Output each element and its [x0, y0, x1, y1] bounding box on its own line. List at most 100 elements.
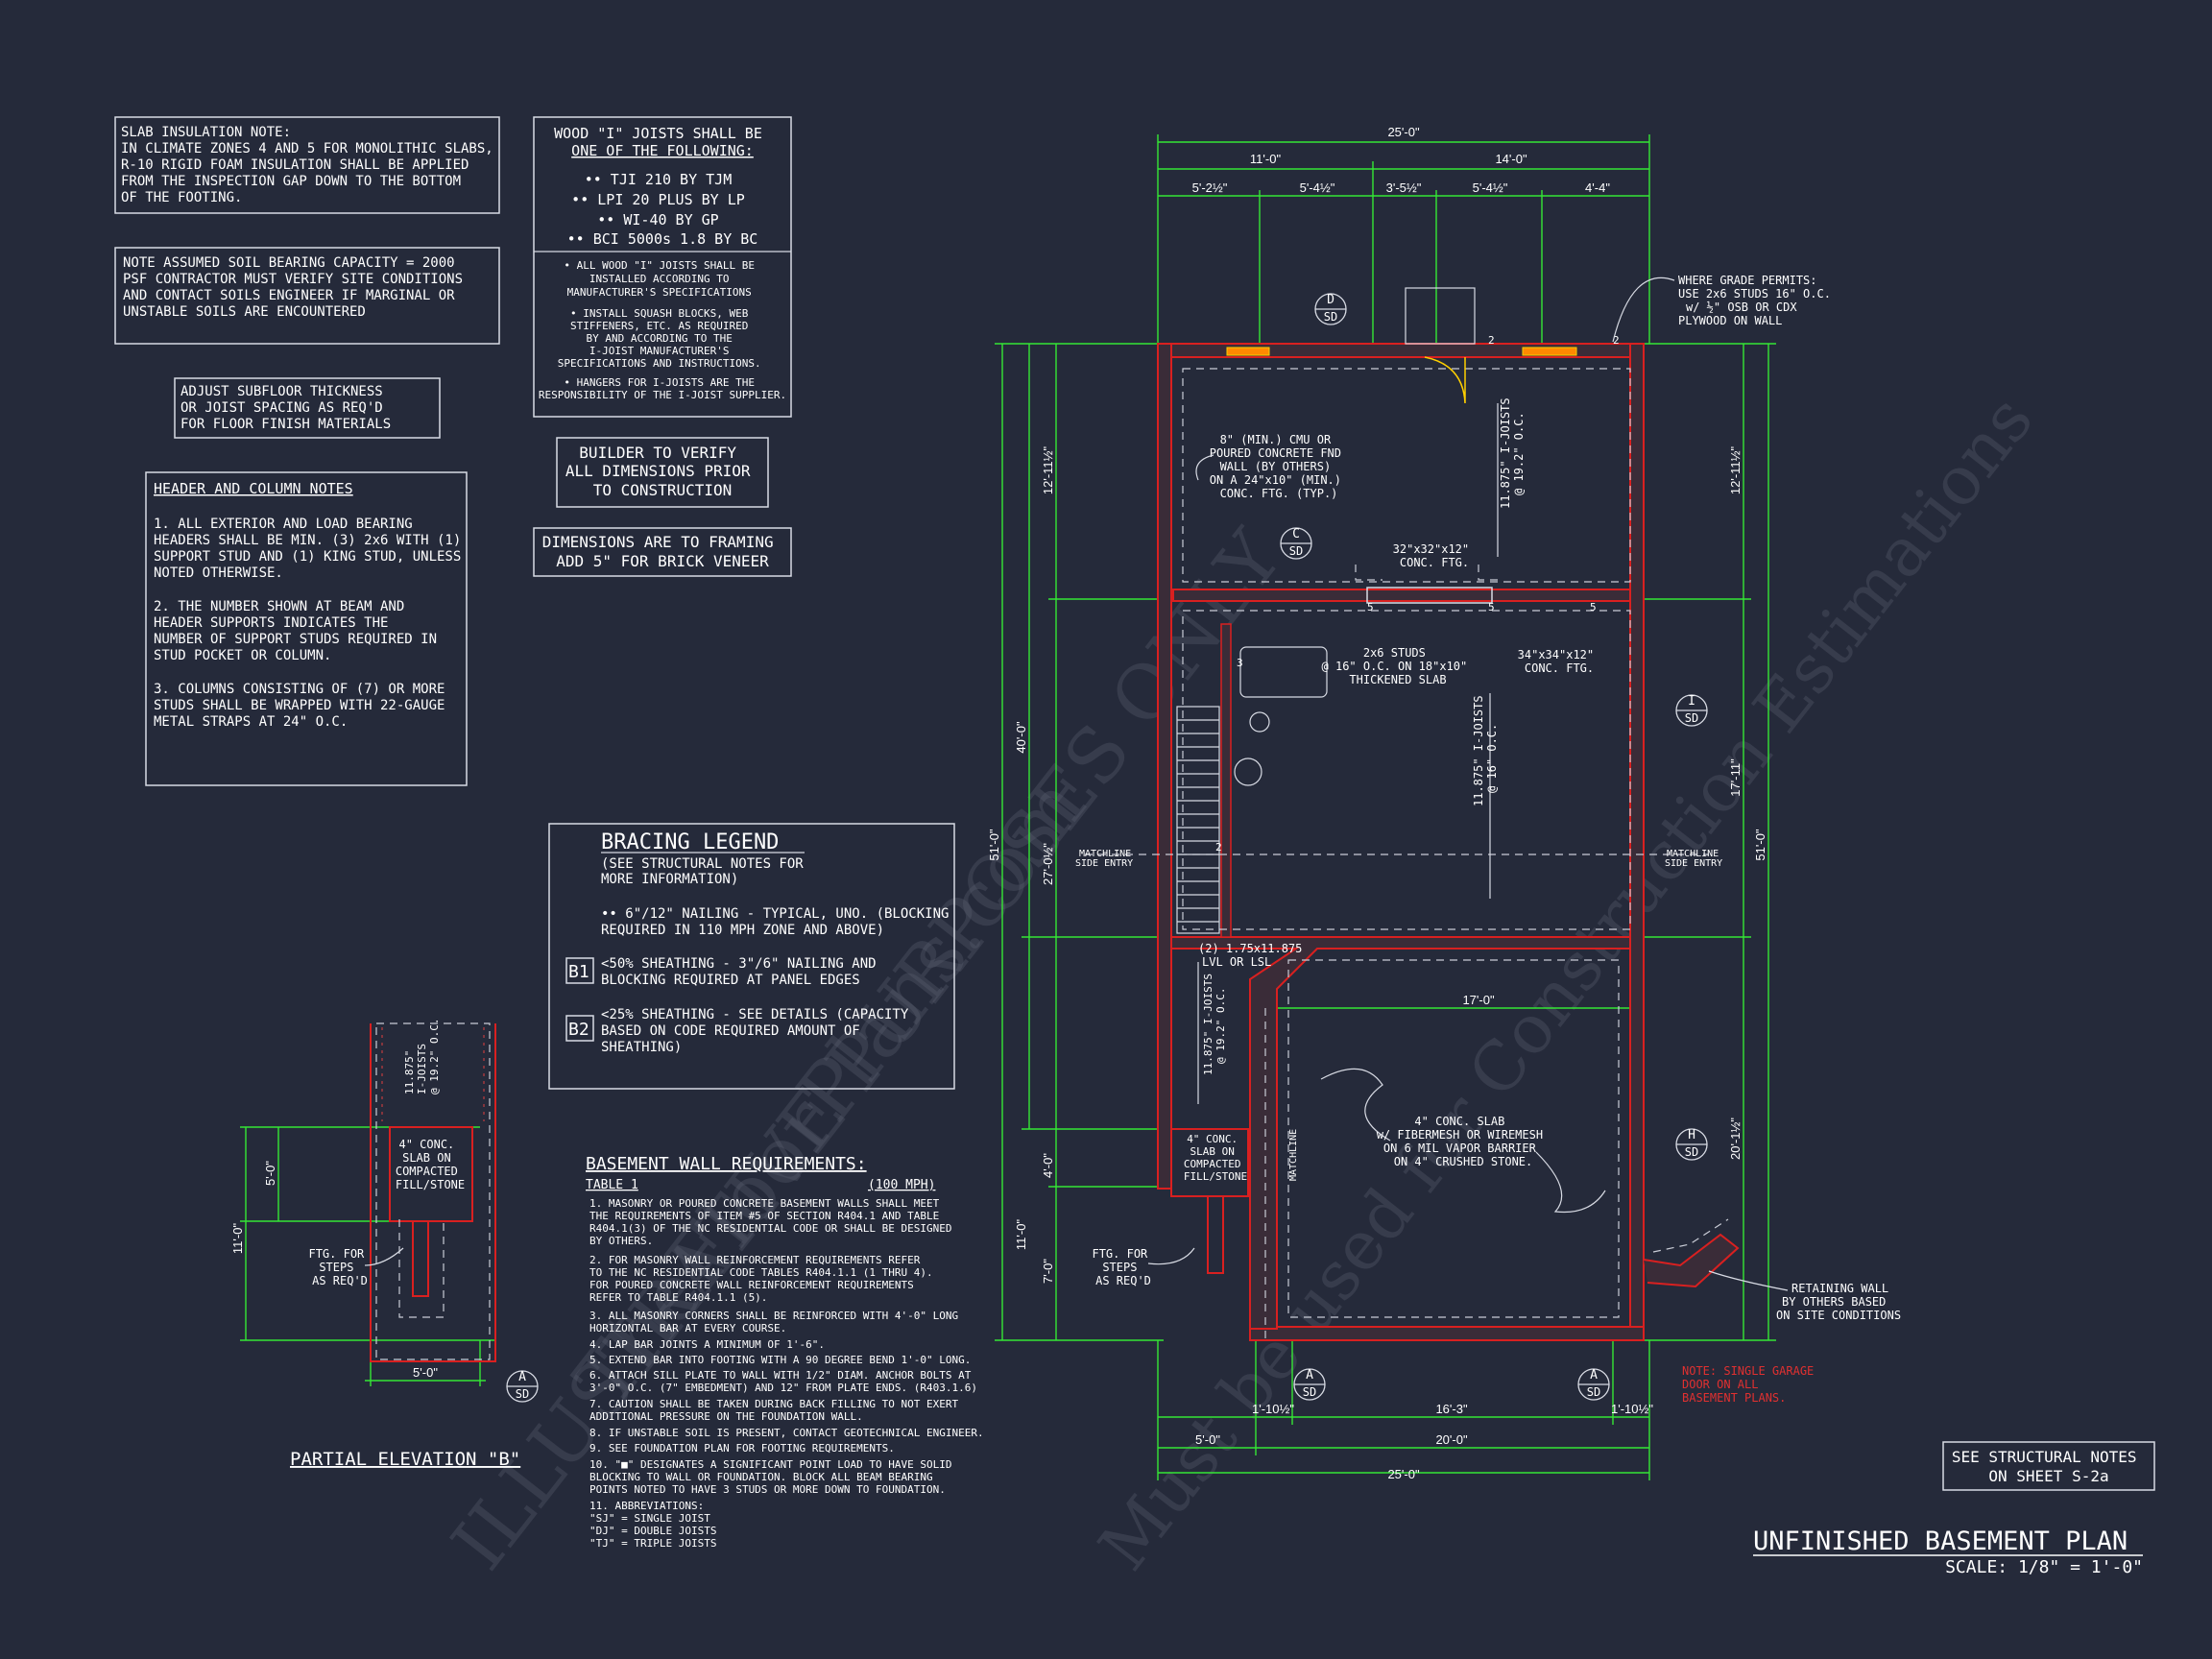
ftg-steps-label: FTG. FOR STEPS AS REQ'D [1092, 1247, 1154, 1287]
door-swing [1424, 356, 1466, 404]
bracing-title: BRACING LEGEND [601, 830, 779, 854]
section-marker-d: D SD [1314, 293, 1347, 325]
ftg32-label: 32"x32"x12" CONC. FTG. [1393, 542, 1477, 569]
slab-label: 4" CONC. SLAB w/ FIBERMESH OR WIREMESH O… [1377, 1115, 1551, 1168]
partial-elevation-b: 11'-0" 5'-0" 5'-0" 11.875" I-JOISTS @ 19… [230, 1019, 539, 1470]
dim-right-a: 12'-11½" [1728, 446, 1743, 495]
dim-top-seg-4: 5'-4½" [1473, 180, 1508, 195]
soil-bearing-note: NOTE ASSUMED SOIL BEARING CAPACITY = 200… [114, 247, 500, 345]
elev-section-sheet: SD [516, 1387, 529, 1401]
slab-insulation-text: SLAB INSULATION NOTE: IN CLIMATE ZONES 4… [121, 125, 501, 205]
svg-text:SD: SD [1685, 711, 1698, 725]
svg-text:D: D [1327, 293, 1334, 307]
dim-left-overall: 51'-0" [987, 829, 1001, 861]
svg-text:H: H [1688, 1128, 1695, 1142]
dim-left-a: 12'-11½" [1041, 446, 1055, 495]
bracing-b2-text: <25% SHEATHING - SEE DETAILS (CAPACITY B… [601, 1007, 917, 1055]
dim-top-seg-2: 5'-4½" [1300, 180, 1335, 195]
dim-left-f: 11'-0" [1014, 1219, 1028, 1251]
builder-verify-text: BUILDER TO VERIFY ALL DIMENSIONS PRIOR T… [565, 444, 759, 499]
dim-top-seg-3: 3'-5½" [1386, 180, 1422, 195]
bracing-b1-tag: B1 [568, 962, 589, 982]
structural-notes-box: SEE STRUCTURAL NOTES ON SHEET S-2a [1942, 1441, 2155, 1491]
basement-title: BASEMENT WALL REQUIREMENTS: [586, 1154, 867, 1174]
basement-table: TABLE 1 [586, 1178, 638, 1192]
dim-bottom-c: 1'-10½" [1611, 1402, 1653, 1416]
elevation-title: PARTIAL ELEVATION "B" [290, 1449, 520, 1470]
bracing-b1-text: <50% SHEATHING - 3"/6" NAILING AND BLOCK… [601, 956, 884, 988]
slab-insulation-note: SLAB INSULATION NOTE: IN CLIMATE ZONES 4… [114, 116, 501, 214]
chimney-box [1405, 287, 1476, 345]
dim-bottom-left: 5'-0" [1195, 1432, 1220, 1447]
stud-count-4: 3 [1237, 657, 1243, 669]
elev-slab-label: 4" CONC. SLAB ON COMPACTED FILL/STONE [396, 1138, 465, 1191]
basement-mph: (100 MPH) [868, 1178, 935, 1192]
svg-text:I: I [1688, 694, 1695, 709]
lvl-label: (2) 1.75x11.875 LVL OR LSL [1198, 942, 1310, 969]
joists-note: WOOD "I" JOISTS SHALL BE ONE OF THE FOLL… [533, 116, 792, 418]
stud-count-1: 5 [1367, 601, 1374, 613]
dim-left-e: 7'-0" [1041, 1259, 1055, 1284]
dim-bottom-b: 16'-3" [1435, 1402, 1468, 1416]
svg-text:SD: SD [1587, 1385, 1600, 1399]
dim-bottom-a: 1'-10½" [1252, 1402, 1294, 1416]
subfloor-note: ADJUST SUBFLOOR THICKNESS OR JOIST SPACI… [174, 377, 441, 439]
dim-top-overall: 25'-0" [1387, 125, 1420, 139]
stair [1176, 706, 1220, 934]
dim-left-b: 27'-0½" [1041, 843, 1055, 885]
ftg34-label: 34"x34"x12" CONC. FTG. [1518, 648, 1601, 675]
stud-count-5: 2 [1488, 334, 1495, 347]
dim-top-seg-1: 5'-2½" [1192, 180, 1228, 195]
elev-joist-label: 11.875" I-JOISTS @ 19.2" O.C. [403, 1019, 441, 1094]
tub-fixture [1239, 646, 1328, 698]
stud-count-2: 5 [1488, 601, 1495, 613]
joist-top-label: 11.875" I-JOISTS @ 19.2" O.C. [1499, 391, 1526, 509]
matchline-left-label: MATCHLINE SIDE ENTRY [1075, 849, 1137, 869]
section-marker-a-left: A SD [1293, 1368, 1326, 1401]
structural-notes-text: SEE STRUCTURAL NOTES ON SHEET S-2a [1952, 1448, 2146, 1485]
matchline-v-label: MATCHLINE [1288, 1129, 1299, 1181]
basement-items: 1. MASONRY OR POURED CONCRETE BASEMENT W… [589, 1197, 990, 1550]
svg-text:SD: SD [1289, 544, 1303, 558]
joists-notes-text: • ALL WOOD "I" JOISTS SHALL BE INSTALLED… [539, 259, 786, 401]
joist-stair-label: 11.875" I-JOISTS @ 19.2" O.C. [1202, 967, 1227, 1075]
bracing-legend: BRACING LEGEND (SEE STRUCTURAL NOTES FOR… [548, 823, 955, 1090]
svg-text:A: A [1306, 1368, 1313, 1382]
stud-count-7: 2 [1215, 841, 1222, 854]
elev-dim-upper: 5'-0" [263, 1161, 277, 1186]
dim-garage: 17'-0" [1462, 993, 1495, 1007]
section-marker-c: C SD [1280, 527, 1312, 560]
elev-dim-total: 11'-0" [230, 1223, 245, 1255]
garage-note: NOTE: SINGLE GARAGE DOOR ON ALL BASEMENT… [1682, 1364, 1821, 1405]
header-column-notes: HEADER AND COLUMN NOTES 1. ALL EXTERIOR … [145, 471, 469, 786]
stud-count-3: 5 [1590, 601, 1597, 613]
joists-title: WOOD "I" JOISTS SHALL BE ONE OF THE FOLL… [554, 125, 771, 159]
elev-section-letter: A [518, 1370, 526, 1384]
section-marker-i: I SD [1675, 694, 1708, 727]
retaining-wall [1643, 1233, 1740, 1288]
elev-dim-width: 5'-0" [413, 1365, 438, 1380]
dim-bottom-overall: 25'-0" [1387, 1467, 1420, 1481]
joists-list: •• TJI 210 BY TJM •• LPI 20 PLUS BY LP •… [567, 171, 758, 248]
matchline-right-label: MATCHLINE SIDE ENTRY [1665, 849, 1724, 869]
retaining-label: RETAINING WALL BY OTHERS BASED ON SITE C… [1776, 1282, 1901, 1322]
studs-label: 2x6 STUDS @ 16" O.C. ON 18"x10" THICKENE… [1322, 646, 1475, 686]
svg-text:SD: SD [1303, 1385, 1316, 1399]
basement-floor-plan: 25'-0" 11'-0" 14'-0" 5'-2½" 5'-4½" 3'-5½… [987, 125, 1901, 1481]
dim-bottom-mid: 20'-0" [1435, 1432, 1468, 1447]
svg-text:A: A [1590, 1368, 1598, 1382]
soil-bearing-text: NOTE ASSUMED SOIL BEARING CAPACITY = 200… [123, 255, 470, 320]
subfloor-text: ADJUST SUBFLOOR THICKNESS OR JOIST SPACI… [180, 384, 391, 432]
dims-framing-text: DIMENSIONS ARE TO FRAMING ADD 5" FOR BRI… [542, 533, 782, 570]
cmu-label: 8" (MIN.) CMU OR POURED CONCRETE FND WAL… [1210, 433, 1349, 500]
svg-text:SD: SD [1324, 310, 1337, 324]
basement-wall-requirements: BASEMENT WALL REQUIREMENTS: TABLE 1 (100… [586, 1154, 990, 1550]
drain-fixture [1249, 711, 1270, 733]
header-column-text: 1. ALL EXTERIOR AND LOAD BEARING HEADERS… [154, 517, 469, 730]
builder-verify-note: BUILDER TO VERIFY ALL DIMENSIONS PRIOR T… [556, 437, 769, 508]
section-marker-a-right: A SD [1577, 1368, 1610, 1401]
water-heater [1234, 757, 1262, 786]
plan-scale: SCALE: 1/8" = 1'-0" [1945, 1557, 2143, 1577]
